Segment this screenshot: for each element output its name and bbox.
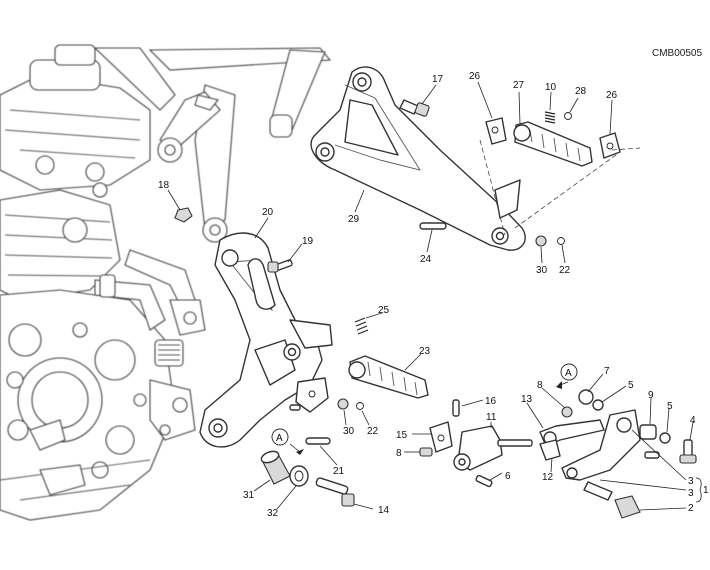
callout-7: 7: [604, 366, 610, 377]
callout-1: 1: [703, 485, 709, 496]
washer-30-lower: [337, 398, 349, 410]
clevis-12: [539, 439, 561, 461]
callout-10: 10: [545, 82, 557, 93]
callout-27: 27: [513, 80, 525, 91]
master-cylinder-11: [453, 425, 533, 471]
drawing-code: CMB00505: [652, 48, 702, 59]
callout-9: 9: [648, 390, 654, 401]
callout-22-lower: 22: [367, 426, 379, 437]
front-footpeg-hanger: [199, 232, 333, 448]
brake-pedal-3: [561, 409, 641, 501]
detent-ball: [564, 112, 572, 120]
callout-28: 28: [575, 86, 587, 97]
callout-4: 4: [690, 415, 696, 426]
callout-13: 13: [521, 394, 533, 405]
callout-25: 25: [378, 305, 390, 316]
bushing-31: [260, 450, 291, 485]
reference-mark-a-upper: A: [556, 363, 578, 389]
bushing-9: [639, 424, 657, 440]
pedal-pad-2: [614, 495, 641, 519]
mounting-bracket-15: [429, 421, 453, 453]
callout-26-right: 26: [606, 90, 618, 101]
callout-3-upper: 3: [688, 476, 694, 487]
callout-26-left: 26: [469, 71, 481, 82]
assembly-line: [479, 139, 506, 236]
assembly-line: [611, 147, 641, 151]
reference-mark-a-lower: A: [271, 428, 304, 455]
callout-23: 23: [419, 346, 431, 357]
bolt-16: [452, 399, 460, 417]
callout-19: 19: [302, 236, 314, 247]
bushing-7: [578, 389, 594, 405]
callout-16: 16: [485, 396, 497, 407]
nut-22-upper: [557, 237, 565, 245]
callout-29: 29: [348, 214, 360, 225]
callout-15: 15: [396, 430, 408, 441]
pivot-bolt-4: [679, 439, 697, 464]
callout-numbers: 17 26 27 10 28 26 29 24 30 22 18 20 19 2…: [158, 71, 709, 519]
callout-14: 14: [378, 505, 390, 516]
nut-22-lower: [356, 402, 364, 410]
callout-32: 32: [267, 508, 279, 519]
assembly-line: [514, 151, 621, 229]
pin-21: [305, 437, 331, 445]
bolt-8-left: [419, 447, 433, 457]
callout-17: 17: [432, 74, 444, 85]
washer-5-upper: [592, 399, 604, 411]
washer-8: [561, 406, 573, 418]
washer-30-upper: [535, 235, 547, 247]
footpeg-spring-25: [354, 317, 369, 335]
footpeg-pivot-bracket-right: [599, 132, 621, 159]
footpeg-pivot-bracket-left: [485, 117, 507, 145]
pin-24: [419, 222, 447, 230]
washer-5-lower: [659, 432, 671, 444]
callout-30-upper: 30: [536, 265, 548, 276]
callout-22-upper: 22: [559, 265, 571, 276]
reference-bolt: [289, 404, 301, 411]
callout-20: 20: [262, 207, 274, 218]
callout-30-lower: 30: [343, 426, 355, 437]
callout-11: 11: [486, 412, 497, 423]
rear-footpeg-bracket: [310, 66, 526, 251]
leader-lines: [167, 81, 694, 511]
callout-5-upper: 5: [628, 380, 634, 391]
engine-and-frame-illustration: [0, 44, 332, 521]
detent-spring: [544, 111, 556, 124]
bolt-19: [267, 259, 293, 273]
callout-2: 2: [688, 503, 694, 514]
callout-8-left: 8: [396, 448, 402, 459]
callout-6: 6: [505, 471, 511, 482]
svg-text:A: A: [276, 433, 283, 444]
callout-31: 31: [243, 490, 255, 501]
bolt-14: [315, 477, 355, 507]
callout-12: 12: [542, 472, 554, 483]
callout-5-lower: 5: [667, 401, 673, 412]
svg-text:A: A: [565, 368, 572, 379]
nut-18: [174, 207, 193, 223]
front-footpeg: [348, 355, 429, 399]
bolt-6: [475, 474, 493, 488]
group-bracket-1: [695, 477, 702, 503]
callout-8-right: 8: [537, 380, 543, 391]
washer-32: [289, 465, 309, 487]
callout-3-lower: 3: [688, 488, 694, 499]
bolt-17: [399, 99, 430, 117]
callout-21: 21: [333, 466, 345, 477]
rear-footpeg: [513, 121, 593, 167]
callout-18: 18: [158, 180, 170, 191]
callout-24: 24: [420, 254, 432, 265]
